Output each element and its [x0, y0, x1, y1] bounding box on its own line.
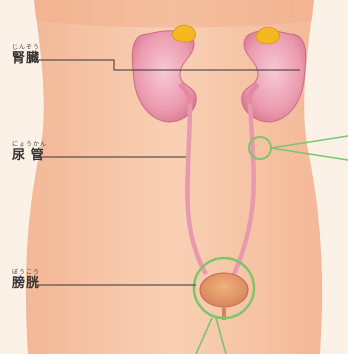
- bladder-text: 膀胱: [12, 276, 40, 290]
- bladder: [200, 273, 248, 307]
- ureter-text: 尿 管: [12, 148, 47, 162]
- bladder-label: ぼうこう 膀胱: [12, 270, 40, 290]
- torso-upper-shade: [34, 0, 314, 28]
- ureter-label: にょうかん 尿 管: [12, 142, 47, 162]
- kidney-label: じんぞう 腎臓: [12, 45, 40, 65]
- kidney-text: 腎臓: [12, 51, 40, 65]
